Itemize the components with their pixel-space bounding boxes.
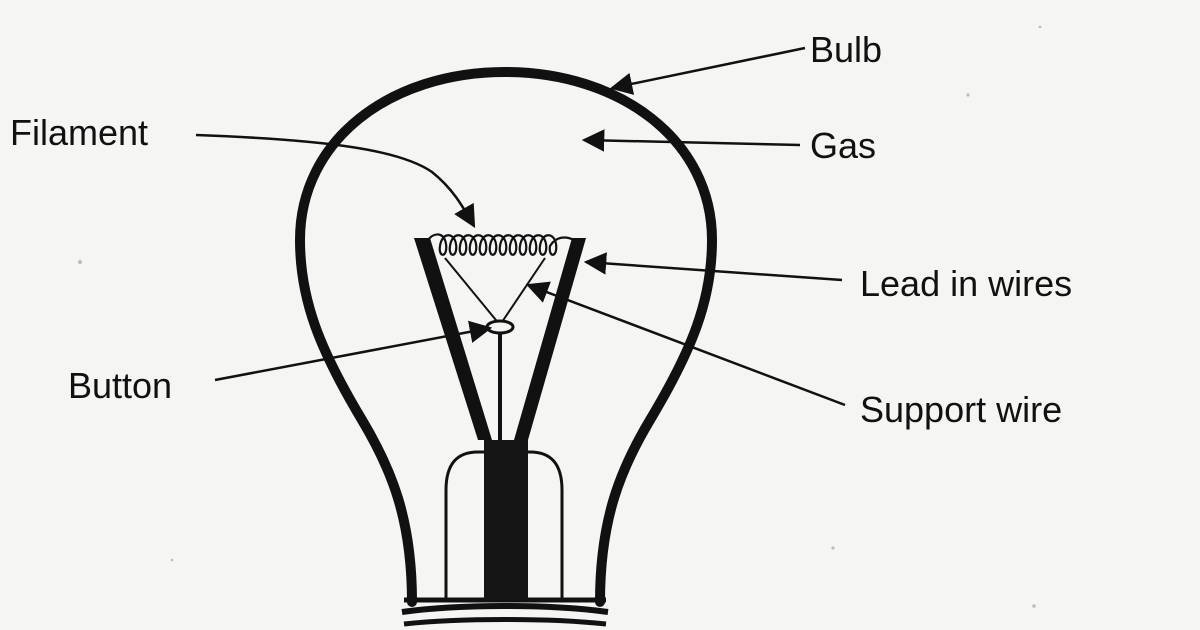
support-wires	[444, 257, 546, 440]
support-wire-leader	[525, 281, 846, 407]
button-label: Button	[68, 365, 172, 406]
button-leader	[214, 320, 493, 382]
labels: Bulb Gas Filament Lead in wires Button S…	[10, 29, 1072, 430]
filament-leader	[195, 133, 476, 228]
gas-label: Gas	[810, 125, 876, 166]
filament-coil	[427, 233, 575, 256]
bulb-label: Bulb	[810, 29, 882, 70]
lead-in-wires-label: Lead in wires	[860, 263, 1072, 304]
leader-lines	[195, 46, 846, 407]
filament-label: Filament	[10, 112, 148, 153]
button-bead	[485, 319, 515, 335]
lead-in-wires	[414, 238, 586, 440]
stem-core	[484, 440, 528, 600]
bulb-glass-outline	[294, 66, 718, 607]
lead-in-wires-leader	[583, 252, 843, 282]
bulb-base	[401, 597, 609, 627]
bulb-leader	[609, 46, 806, 95]
support-wire-label: Support wire	[860, 389, 1062, 430]
gas-leader	[581, 129, 801, 152]
paper-texture	[78, 25, 1042, 608]
